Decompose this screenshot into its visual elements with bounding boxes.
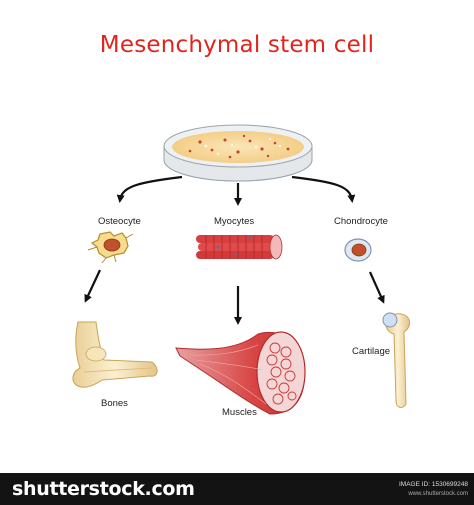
- label-cartilage: Cartilage: [352, 346, 391, 357]
- bones-illustration: [72, 321, 158, 388]
- diagram-title: Mesenchymal stem cell: [99, 32, 375, 58]
- petri-dish: [163, 124, 313, 182]
- shutterstock-logo: shutterstock.com: [12, 478, 195, 500]
- label-muscles: Muscles: [222, 407, 257, 418]
- osteocyte-cell: [87, 231, 134, 264]
- label-myocytes: Myocytes: [214, 216, 255, 227]
- arrow-to-osteocyte: [116, 175, 183, 203]
- label-chondrocyte: Chondrocyte: [334, 216, 388, 227]
- site-url-text: www.shutterstock.com: [408, 491, 468, 497]
- arrow-to-chondrocyte: [291, 175, 356, 203]
- cartilage-illustration: [382, 312, 411, 408]
- chondrocyte-cell: [344, 238, 372, 262]
- watermark-footer: shutterstock.com IMAGE ID: 1530699248 ww…: [0, 473, 474, 505]
- muscle-illustration: [175, 331, 306, 415]
- label-osteocyte: Osteocyte: [98, 216, 141, 227]
- image-id-text: IMAGE ID: 1530699248: [398, 481, 468, 488]
- arrow-to-bones: [84, 269, 101, 303]
- diagram-canvas: [72, 124, 411, 415]
- myocytes-bundle: [196, 234, 283, 260]
- label-bones: Bones: [101, 398, 128, 409]
- arrow-to-cartilage: [368, 271, 385, 304]
